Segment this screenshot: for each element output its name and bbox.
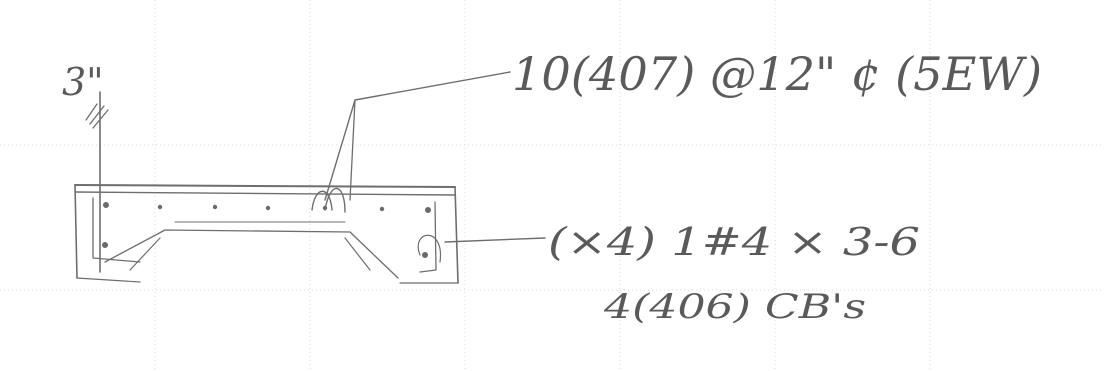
side-callout-line1: (×4) 1#4 × 3-6 <box>548 220 920 264</box>
rebar-dots <box>102 202 431 258</box>
stirrup-hooks <box>311 187 441 263</box>
side-callout-line2: 4(406) CB's <box>603 287 866 327</box>
dimension-label: 3" <box>62 60 104 104</box>
top-callout-label: 10(407) @12" ¢ (5EW) <box>512 47 1042 101</box>
dimension-marker <box>85 91 109 273</box>
leader-lines <box>324 71 546 243</box>
slab-section-outline <box>74 184 459 284</box>
